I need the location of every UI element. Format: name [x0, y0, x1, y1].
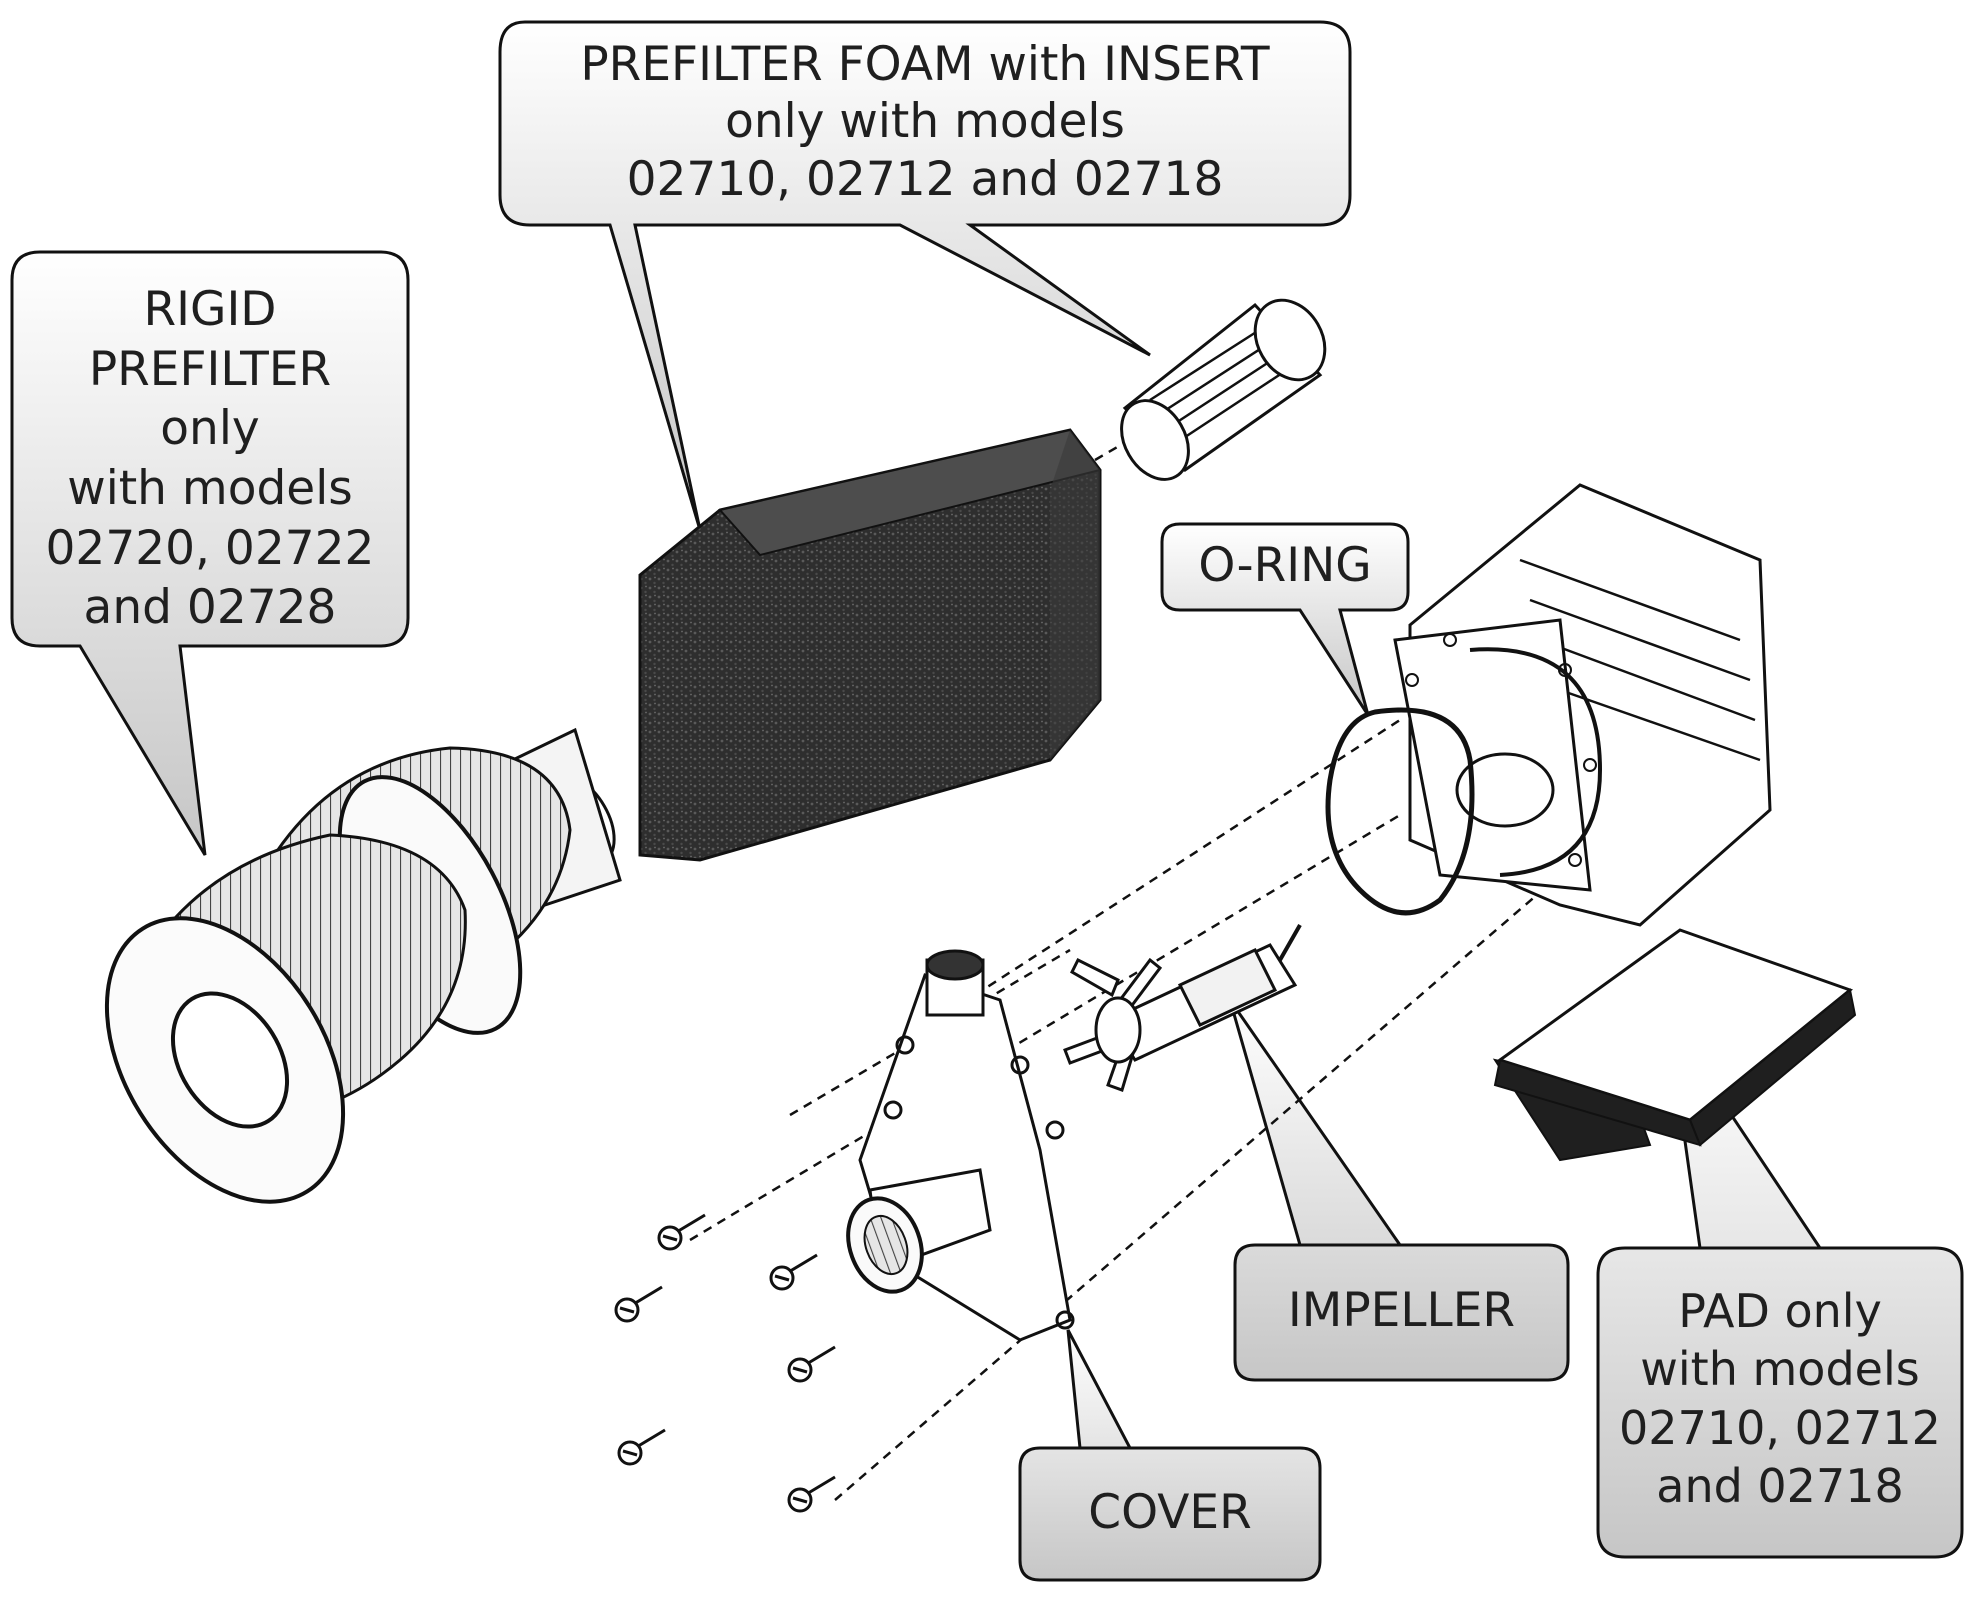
impeller-part	[1063, 924, 1302, 1092]
callout-cover-label: COVER	[1088, 1485, 1252, 1540]
rigid-prefilter-part	[104, 727, 622, 1204]
callout-prefilter-foam-line-1: PREFILTER FOAM with INSERT	[580, 37, 1270, 92]
screw-5	[617, 1428, 666, 1466]
callout-o-ring: O-RING	[1164, 537, 1406, 594]
screw-2	[614, 1285, 663, 1323]
callout-bubble-rigid-prefilter	[10, 250, 410, 856]
callout-impeller: IMPELLER	[1237, 1282, 1566, 1339]
callout-pad-line-4: and 02718	[1656, 1459, 1904, 1514]
callout-rigid-prefilter-line-2: PREFILTER	[88, 341, 332, 397]
callout-rigid-prefilter-line-1: RIGID	[143, 282, 277, 337]
callout-rigid-prefilter-line-3: only	[160, 401, 260, 457]
callout-pad-line-2: with models	[1640, 1342, 1920, 1397]
callout-bubble-prefilter-foam	[498, 20, 1352, 531]
screws-part	[614, 1213, 836, 1513]
callout-pad-line-3: 02710, 02712	[1619, 1400, 1941, 1455]
callout-prefilter-foam-line-3: 02710, 02712 and 02718	[626, 151, 1224, 207]
callout-o-ring-label: O-RING	[1198, 538, 1372, 593]
screw-1	[657, 1213, 706, 1251]
prefilter-foam-part	[638, 428, 1102, 862]
callout-impeller-label: IMPELLER	[1287, 1283, 1516, 1338]
callout-cover: COVER	[1022, 1484, 1318, 1541]
o-ring-part	[1325, 707, 1475, 916]
motor-housing-part	[1393, 483, 1772, 927]
screw-4	[787, 1345, 836, 1383]
callout-rigid-prefilter-line-6: and 02728	[83, 580, 337, 636]
callout-prefilter-foam: PREFILTER FOAM with INSERT only with mod…	[505, 36, 1345, 208]
foam-insert-part	[1120, 298, 1327, 481]
callout-bubble-pad	[1596, 1019, 1964, 1559]
screw-3	[769, 1253, 818, 1291]
callout-bubble-o-ring	[1160, 522, 1410, 716]
callout-rigid-prefilter-line-5: 02720, 02722	[45, 520, 375, 576]
callout-prefilter-foam-line-2: only with models	[725, 94, 1125, 150]
callout-pad: PAD only with models 02710, 02712 and 02…	[1600, 1282, 1960, 1516]
callout-rigid-prefilter: RIGID PREFILTER only with models 02720, …	[14, 280, 406, 638]
callout-rigid-prefilter-line-4: with models	[67, 461, 353, 517]
callout-bubble-impeller	[1228, 999, 1570, 1382]
screw-6	[787, 1475, 836, 1513]
pad-part	[1492, 928, 1857, 1162]
callout-pad-line-1: PAD only	[1678, 1284, 1882, 1338]
callout-bubble-cover	[1018, 1329, 1322, 1582]
cover-part	[846, 949, 1075, 1342]
